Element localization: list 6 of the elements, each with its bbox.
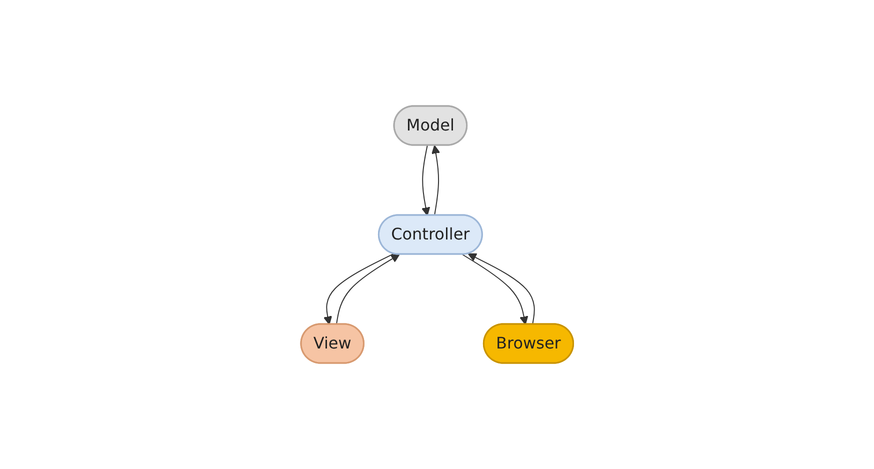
arrow [462, 254, 528, 325]
arrow [323, 253, 394, 325]
arrow [336, 254, 400, 325]
arrow [468, 253, 535, 325]
arrow [431, 145, 440, 216]
arrow [421, 145, 430, 216]
